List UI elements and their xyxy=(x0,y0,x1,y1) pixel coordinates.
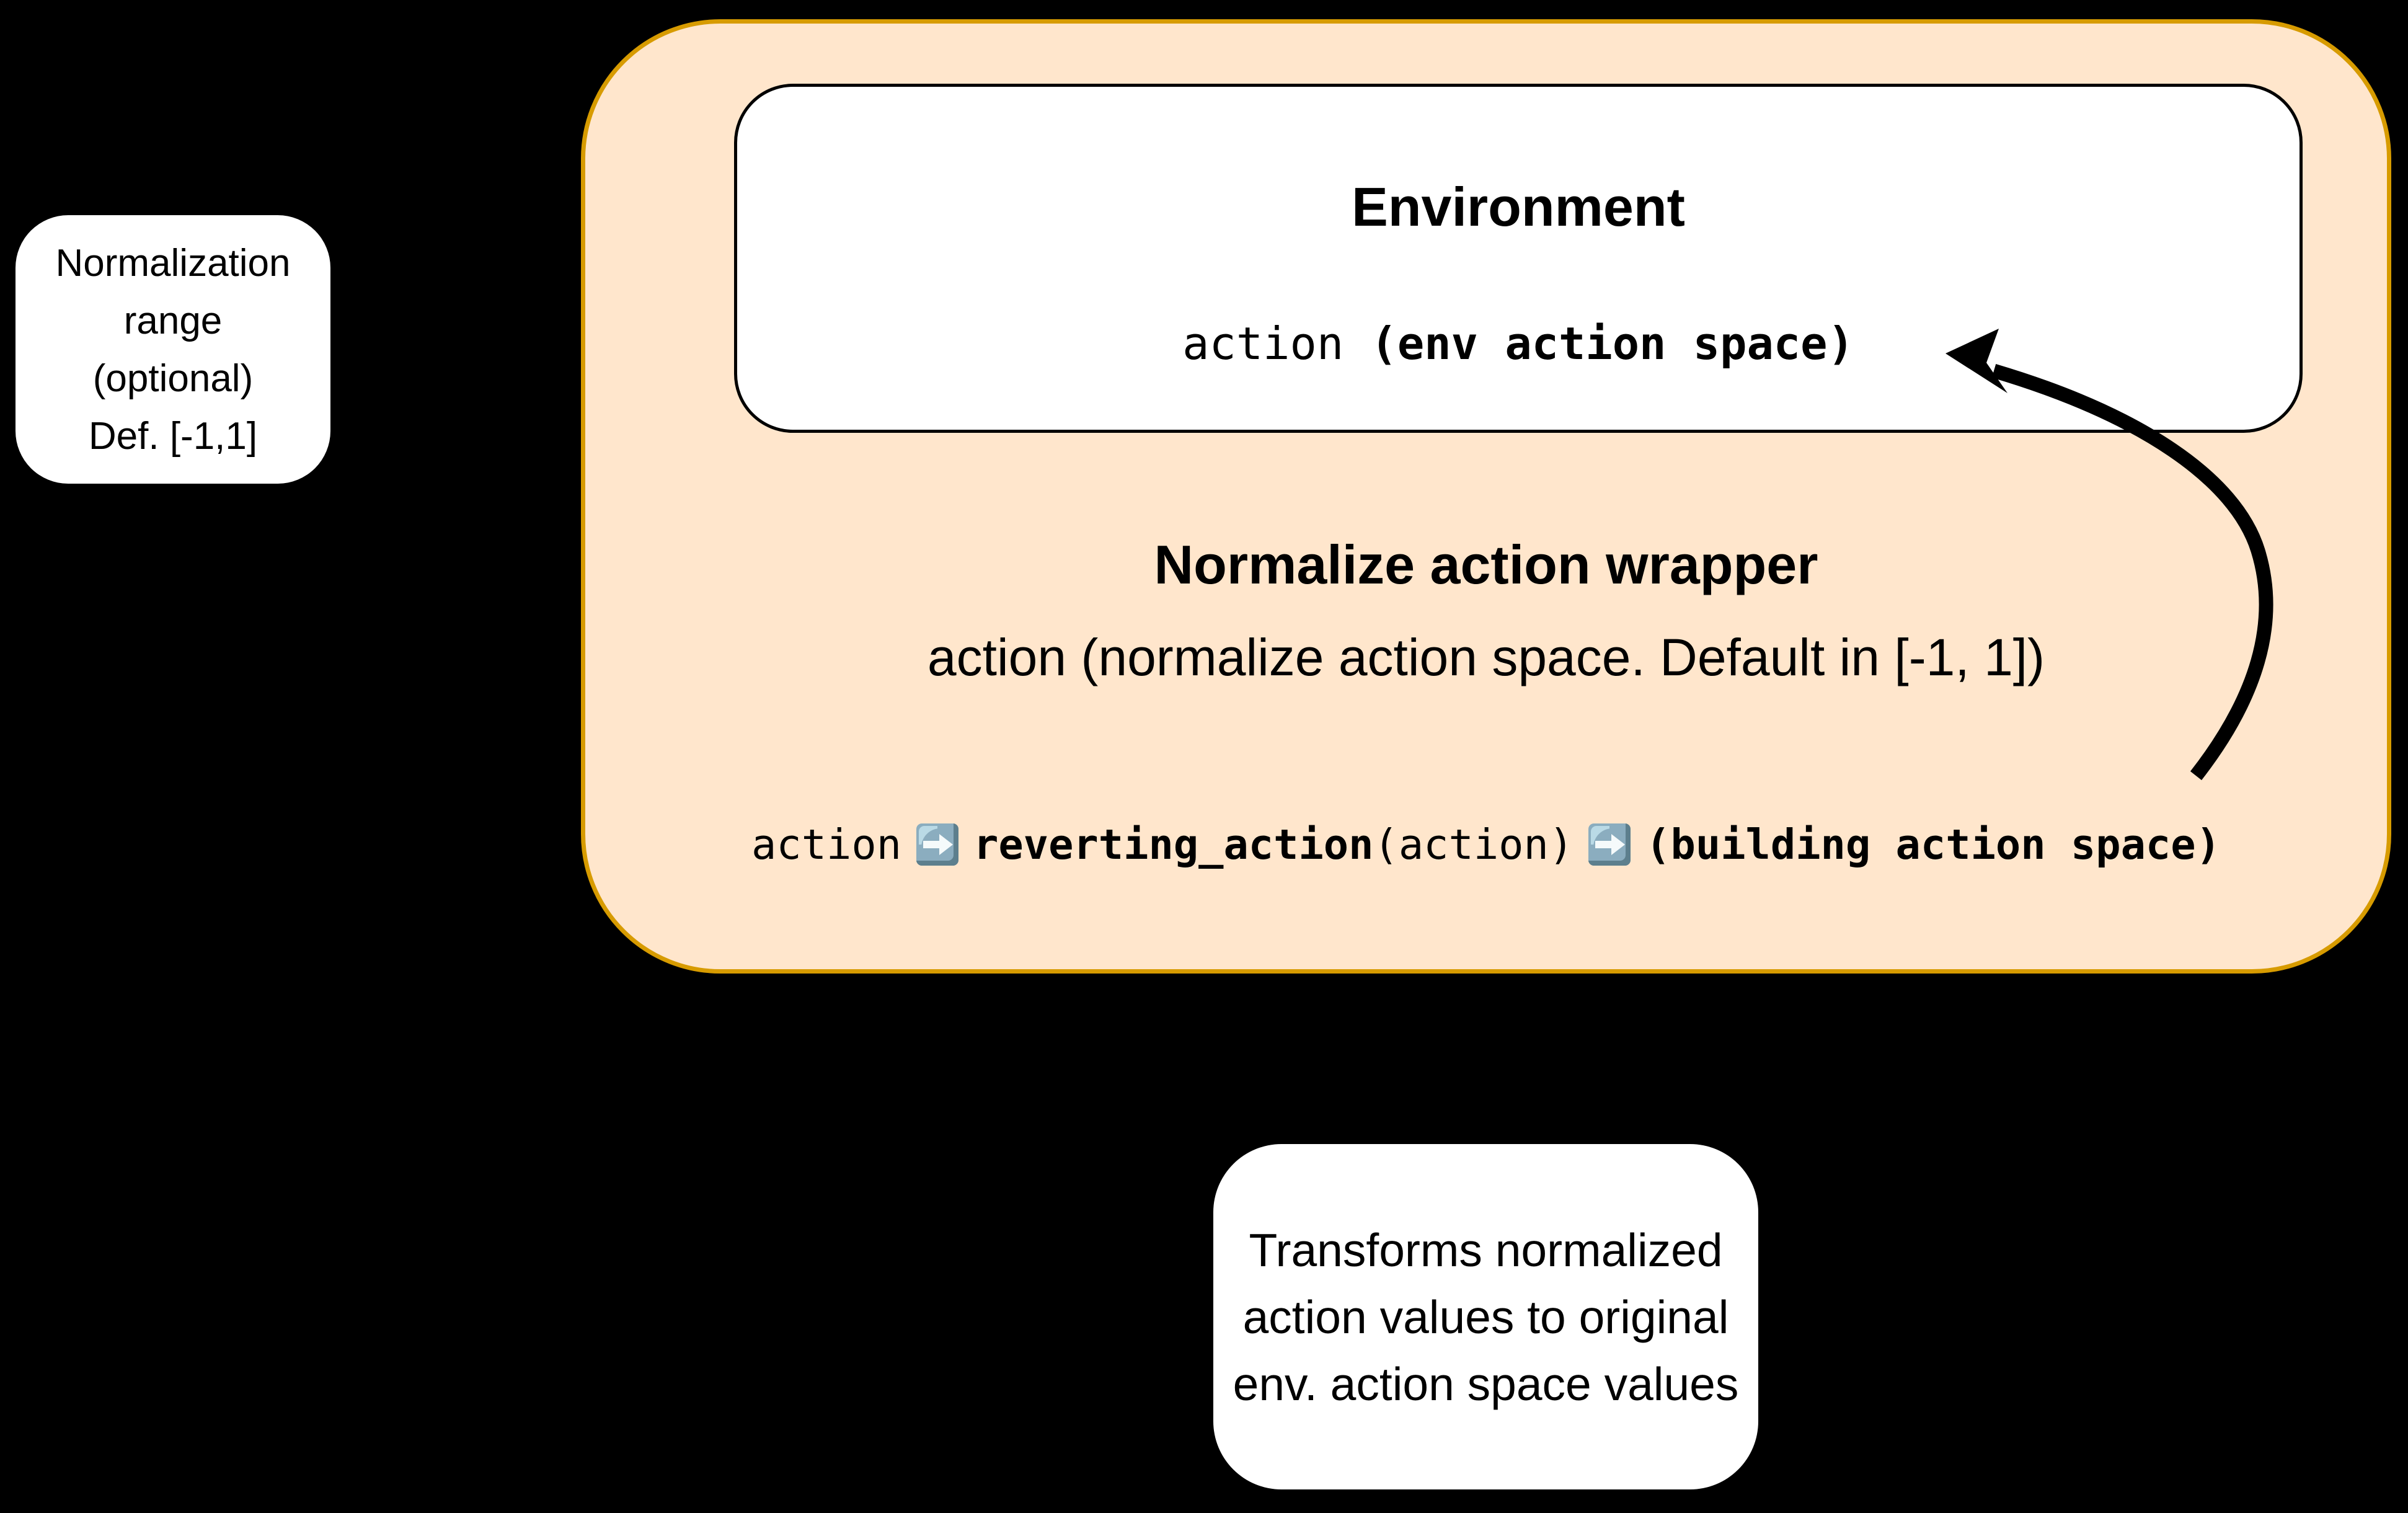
note-line: range xyxy=(123,299,223,342)
wrapper-title: Normalize action wrapper xyxy=(1154,534,1818,595)
normalize-action-wrapper-box: Environment action (env action space) No… xyxy=(581,19,2391,974)
environment-box: Environment action (env action space) xyxy=(734,84,2303,433)
code-func-name: reverting_action xyxy=(973,820,1374,869)
right-arrow-icon xyxy=(1588,823,1631,866)
note-line: Transforms normalized xyxy=(1249,1223,1723,1276)
code-func-arg: (action) xyxy=(1373,820,1574,869)
note-line: (optional) xyxy=(92,357,254,400)
right-arrow-icon xyxy=(916,823,959,866)
code-output-label: (building action space) xyxy=(1645,820,2221,869)
reverting-action-code-line: action reverting_action(action) (buildin… xyxy=(585,820,2387,869)
code-call: reverting_action(action) xyxy=(973,820,1574,869)
environment-title: Environment xyxy=(1352,176,1685,237)
env-action-space-label: (env action space) xyxy=(1370,317,1854,370)
note-line: action values to original xyxy=(1242,1290,1729,1343)
wrapper-subtitle: action (normalize action space. Default … xyxy=(927,628,2045,686)
environment-action-line: action (env action space) xyxy=(737,319,2300,368)
note-line: env. action space values xyxy=(1233,1357,1739,1410)
env-action-regular: action xyxy=(1182,317,1371,370)
note-line: Normalization xyxy=(55,241,291,285)
transforms-note: Transforms normalized action values to o… xyxy=(1213,1144,1758,1489)
normalization-range-note: Normalization range (optional) Def. [-1,… xyxy=(15,215,330,484)
note-line: Def. [-1,1] xyxy=(88,414,258,458)
code-input-label: action xyxy=(751,820,902,869)
